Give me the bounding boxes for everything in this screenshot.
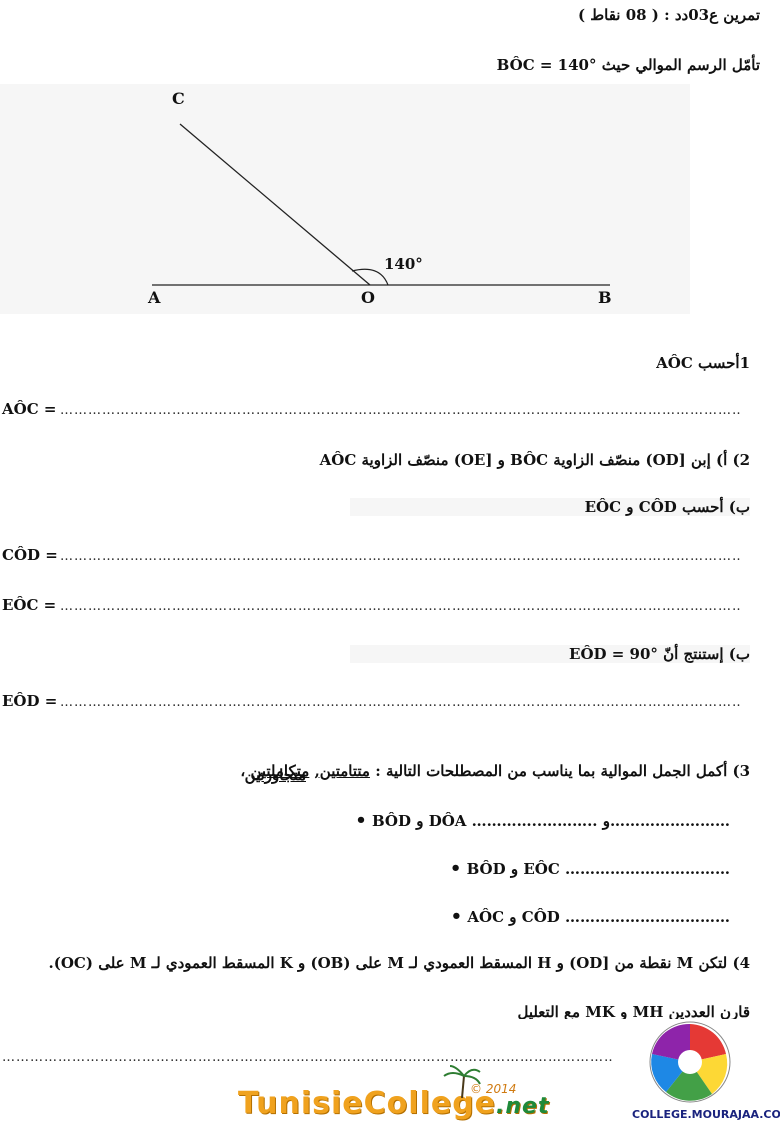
q1-prompt: 1أحسب AÔC — [656, 354, 750, 372]
eoc-dots: …………………………………………………………………………………………………………… — [60, 599, 740, 614]
bullet: • — [449, 858, 462, 879]
figure-background — [0, 84, 690, 314]
bullet: • — [355, 810, 367, 831]
q3-item-3: • AÔC و CÔD …………………………… — [230, 906, 730, 927]
q2-prompt-a: 2) أ) إبن [OD) منصّف الزاوية BÔC و [OE) … — [319, 451, 750, 469]
mouraja-seal-icon — [649, 1021, 731, 1103]
q3-item-3-text: AÔC و CÔD …………………………… — [467, 908, 730, 926]
angle-label: 140° — [384, 255, 423, 273]
exercise-intro: تأمّل الرسم الموالي حيث BÔC = 140° — [496, 56, 760, 74]
angle-figure — [152, 123, 610, 286]
angle-arc — [351, 268, 389, 286]
q3-item-2-text: BÔD و EÔC …………………………… — [466, 860, 730, 878]
q3-term-4: متجاورتين — [244, 766, 306, 784]
cod-label: CÔD = — [2, 546, 58, 564]
brand-suffix: .net — [496, 1094, 550, 1119]
label-b: B — [598, 288, 612, 307]
ray-oc — [179, 123, 371, 286]
tunisiecollege-logo: TunisieCollege.net — [238, 1086, 549, 1121]
mouraja-brand-text: COLLEGE.MOURAJAA.COM — [632, 1108, 780, 1121]
eoc-label: EÔC = — [2, 596, 57, 614]
q4-prompt: 4) لتكن M نقطة من [OD) و H المسقط العمود… — [48, 954, 750, 972]
q3-term-2: متكاملتين — [250, 762, 310, 780]
q3-term-1: متتامتين, — [314, 762, 370, 780]
bullet: • — [450, 906, 463, 927]
q3-item-2: • BÔD و EÔC …………………………… — [230, 858, 730, 879]
q1-answer-label: AÔC = — [2, 400, 57, 418]
q3-term-sep: ، — [240, 762, 246, 780]
exercise-title: تمرين ع03دد : ( 08 نقاط ) — [577, 6, 760, 24]
label-c: C — [172, 89, 185, 108]
cod-dots: …………………………………………………………………………………………………………… — [60, 549, 740, 564]
brand-left: TunisieCollege — [238, 1086, 497, 1121]
q2-prompt-c: ب) إستنتج أنّ EÔD = 90° — [350, 645, 750, 663]
eod-dots: …………………………………………………………………………………………………………… — [60, 695, 740, 710]
palm-tree-icon — [443, 1065, 481, 1098]
eod-label: EÔD = — [2, 692, 58, 710]
q3-item-1: • BÔD و DÔA …………..……….. و…………………… — [230, 810, 730, 831]
label-o: O — [361, 288, 375, 307]
q3-prompt: 3) أكمل الجمل الموالية بما يناسب من المص… — [30, 762, 750, 780]
brand-year: © 2014 — [470, 1082, 517, 1096]
q3-item-1-text: BÔD و DÔA …………..……….. و…………………… — [371, 812, 730, 830]
q1-answer-dots: …………………………………………………………………………………………………………… — [60, 403, 740, 418]
q2-prompt-b: ب) أحسب CÔD و EÔC — [350, 498, 750, 516]
q3-prompt-text: 3) أكمل الجمل الموالية بما يناسب من المص… — [375, 762, 750, 780]
label-a: A — [148, 288, 161, 307]
q4-answer-dots: …………………………………………………………………………………………………………… — [2, 1050, 614, 1065]
q4-prompt-2: قارن العددين MH و MK مع التعليل — [517, 1003, 750, 1019]
